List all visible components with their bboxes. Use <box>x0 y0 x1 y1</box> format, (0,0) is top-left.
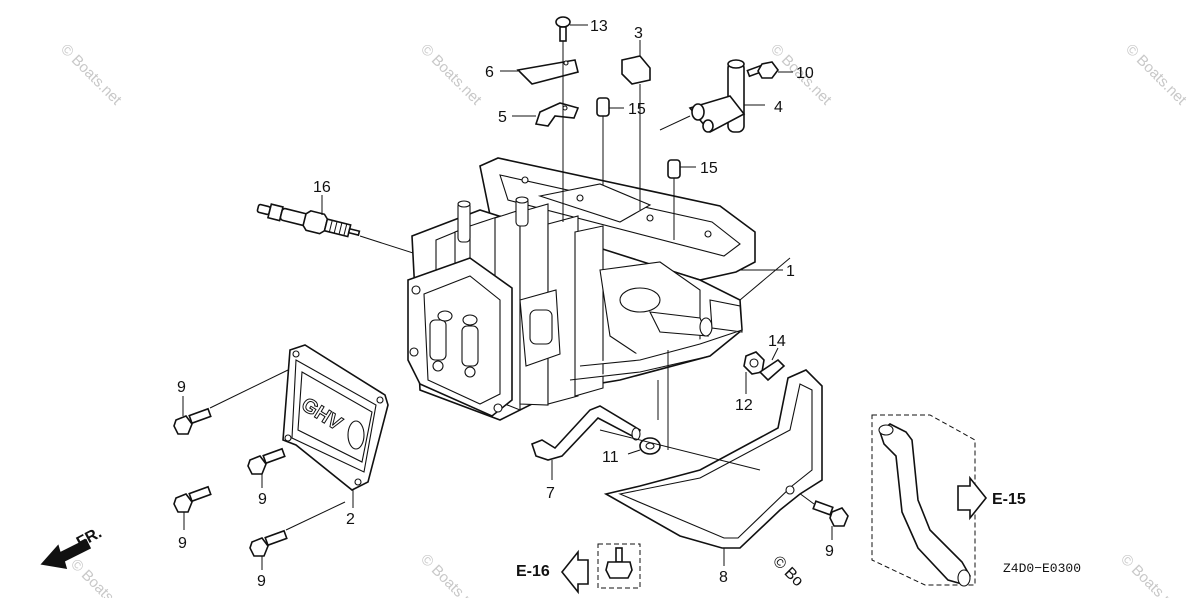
callout-12: 12 <box>735 397 753 414</box>
callout-16: 16 <box>313 179 331 196</box>
callout-4: 4 <box>774 99 783 116</box>
callout-5: 5 <box>498 109 507 126</box>
hose-reference-box <box>871 414 976 587</box>
watermark: © Boats.net <box>417 41 485 109</box>
callout-10: 10 <box>796 65 814 82</box>
watermark: © Boats.net <box>57 41 125 109</box>
callout-9: 9 <box>178 535 187 552</box>
copyright-mark: © Bo <box>769 553 806 590</box>
part-8-shroud <box>599 369 823 566</box>
reference-e15: E-15 <box>957 475 1026 521</box>
callout-9: 9 <box>177 379 186 396</box>
watermark: © Boats.net <box>417 551 485 598</box>
part-2-head-cover: GHV <box>282 344 389 508</box>
callout-2: 2 <box>346 511 355 528</box>
callout-7: 7 <box>546 485 555 502</box>
callout-15: 15 <box>700 160 718 177</box>
part-9-bolt <box>247 447 286 488</box>
part-1-cylinder-head <box>407 157 783 421</box>
callout-15: 15 <box>628 101 646 118</box>
part-12-nut <box>743 351 765 394</box>
part-10-bolt <box>746 61 793 79</box>
callout-9: 9 <box>825 543 834 560</box>
part-7-stay-rod <box>531 405 642 480</box>
callout-6: 6 <box>485 64 494 81</box>
part-3-clip <box>621 40 651 85</box>
leader-lines <box>562 41 791 450</box>
part-9-bolt <box>173 485 212 530</box>
callout-3: 3 <box>634 25 643 42</box>
part-5-bracket <box>512 102 580 127</box>
part-4-joint-pipe <box>659 59 765 134</box>
callout-9: 9 <box>257 573 266 590</box>
reference-label-e16: E-16 <box>516 563 550 580</box>
watermark: © Boats.net <box>1122 41 1190 109</box>
watermark: © Boats.net <box>67 556 135 598</box>
part-9-bolt <box>794 489 849 540</box>
part-6-plate <box>500 59 579 85</box>
callout-8: 8 <box>719 569 728 586</box>
callout-1: 1 <box>786 263 795 280</box>
callout-11: 11 <box>602 449 619 466</box>
callout-13: 13 <box>590 18 608 35</box>
callout-9: 9 <box>258 491 267 508</box>
part-16-spark-plug <box>256 195 461 269</box>
part-9-bolt <box>249 501 346 570</box>
callout-labels: 1 2 3 4 5 6 7 8 9 9 9 9 9 10 11 12 13 14… <box>177 18 834 590</box>
diagram-code: Z4D0−E0300 <box>1003 561 1081 576</box>
reference-e16: E-16 <box>516 543 641 595</box>
part-13-screw <box>555 16 588 42</box>
part-15-dowel-pin <box>667 159 696 179</box>
part-9-bolt <box>173 369 289 435</box>
part-11-washer <box>627 437 661 455</box>
callout-14: 14 <box>768 333 786 350</box>
part-14-spring-washer <box>758 347 786 382</box>
reference-label-e15: E-15 <box>992 491 1026 508</box>
part-15-dowel-pin <box>596 97 624 117</box>
watermark: © Boats.net <box>1117 551 1185 598</box>
